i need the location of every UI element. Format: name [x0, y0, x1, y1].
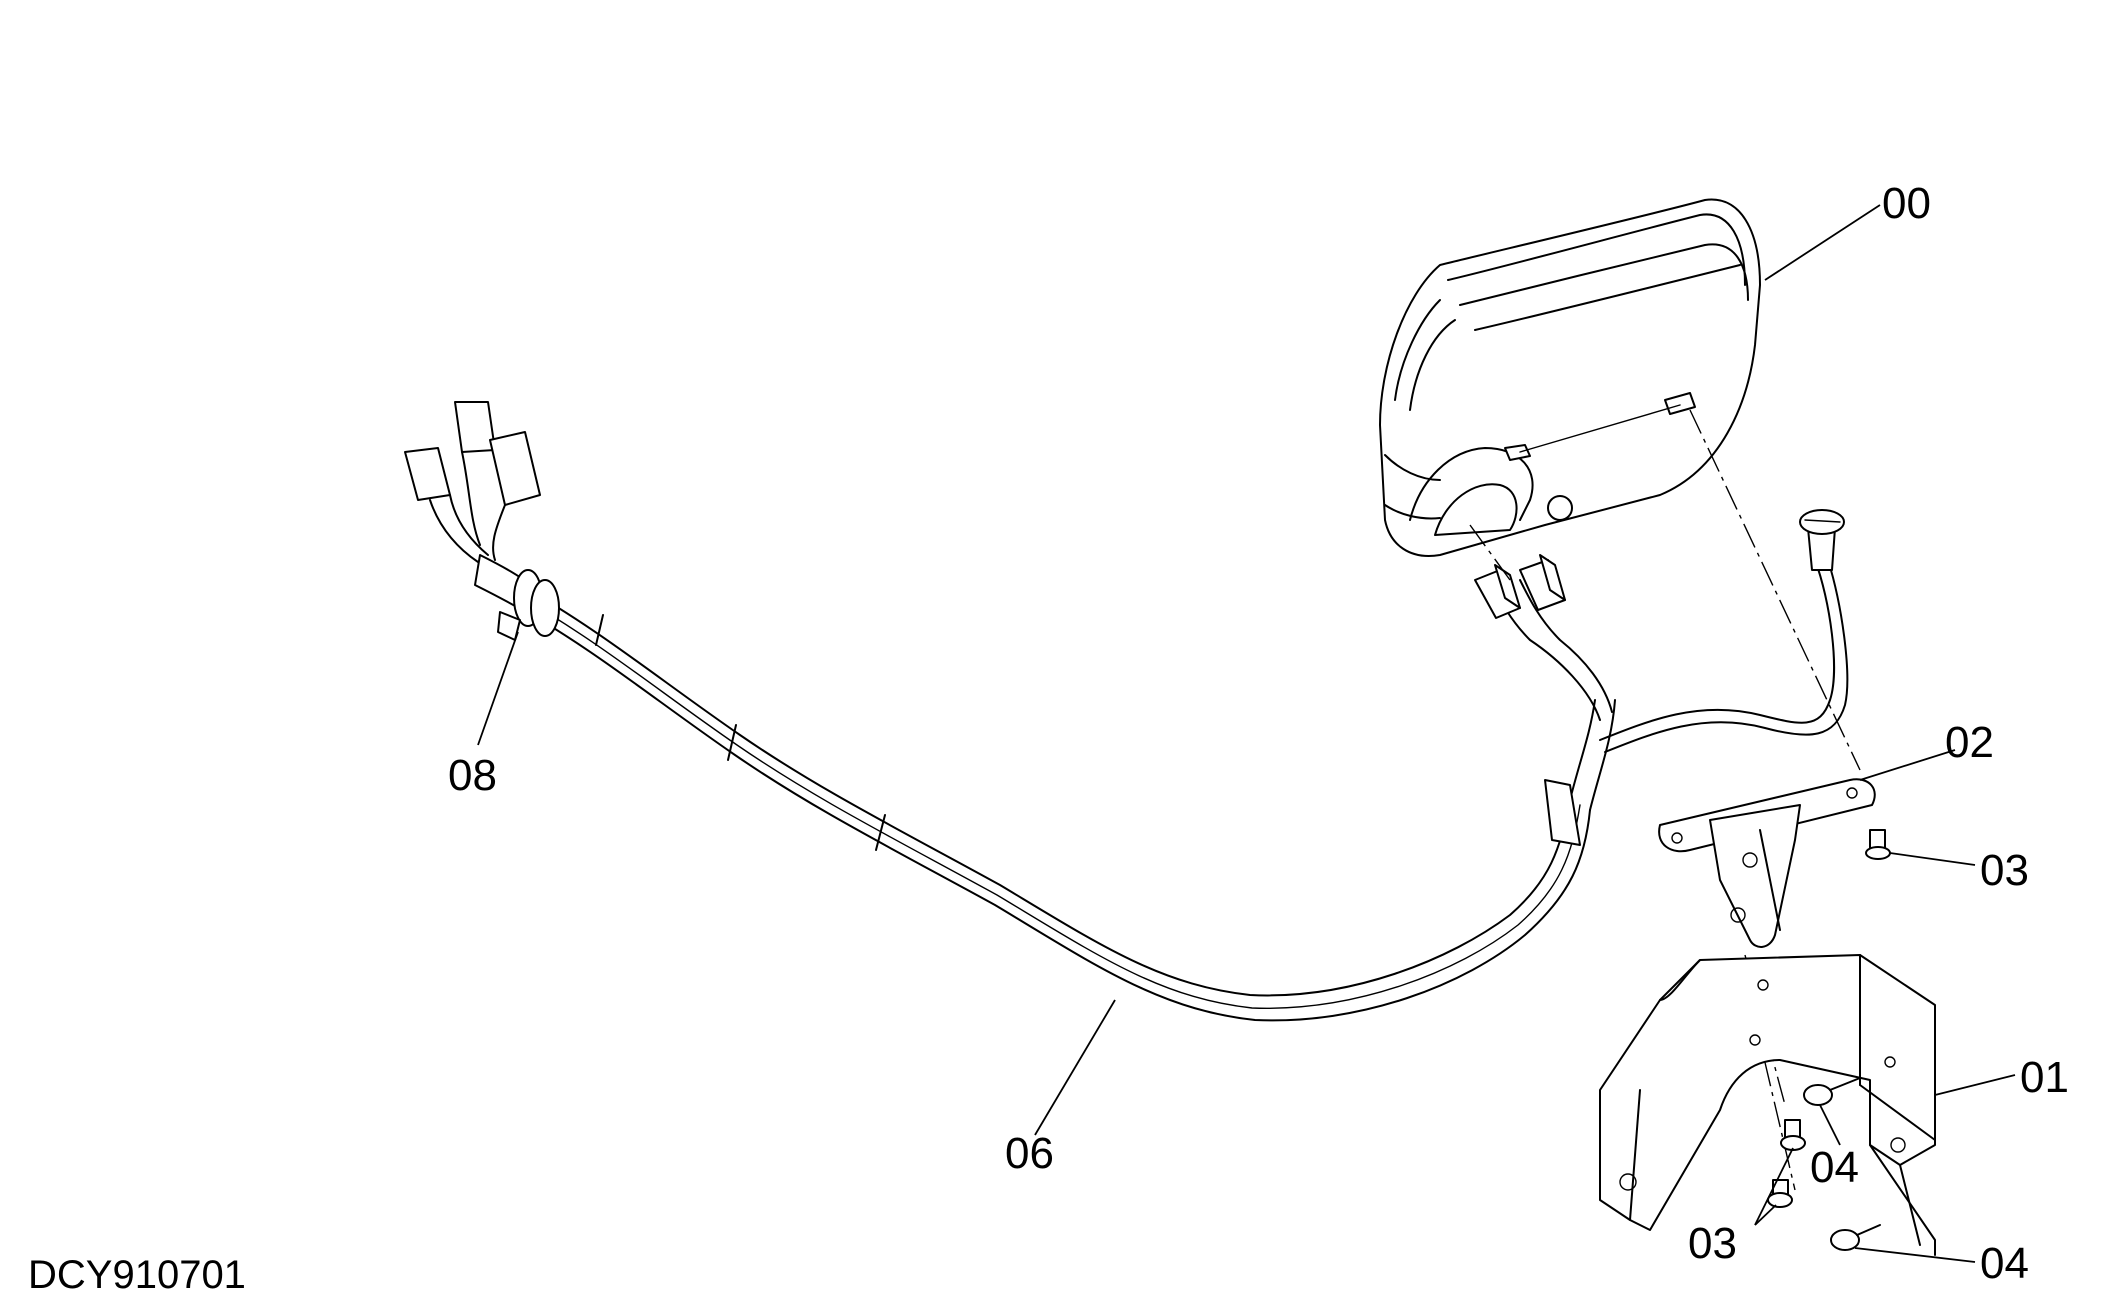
callout-02: 02	[1945, 718, 1994, 767]
bolt	[1780, 1119, 1806, 1151]
callout-00: 00	[1882, 179, 1931, 228]
wire-harness	[514, 584, 1616, 1022]
end-connectors	[404, 401, 541, 611]
drawing-number: DCY910701	[28, 1253, 246, 1297]
bolt	[1865, 829, 1891, 860]
screw	[1803, 1077, 1861, 1106]
callout-04-upper: 04	[1810, 1143, 1859, 1192]
gauge-connectors	[1474, 554, 1566, 619]
mounting-bracket	[1599, 954, 1936, 1256]
bolt	[1767, 1179, 1793, 1208]
bulb-socket	[1799, 509, 1845, 571]
leader-lines	[477, 204, 2016, 1263]
callout-08: 08	[448, 751, 497, 800]
support-plate	[1658, 778, 1876, 948]
callout-03-upper: 03	[1980, 846, 2029, 895]
cable-clamp	[497, 569, 560, 641]
callout-06: 06	[1005, 1129, 1054, 1178]
gauge-housing	[1379, 198, 1761, 557]
callout-04-lower: 04	[1980, 1239, 2029, 1288]
callout-01: 01	[2020, 1053, 2069, 1102]
callout-03-lower: 03	[1688, 1219, 1737, 1268]
screw	[1830, 1224, 1881, 1251]
